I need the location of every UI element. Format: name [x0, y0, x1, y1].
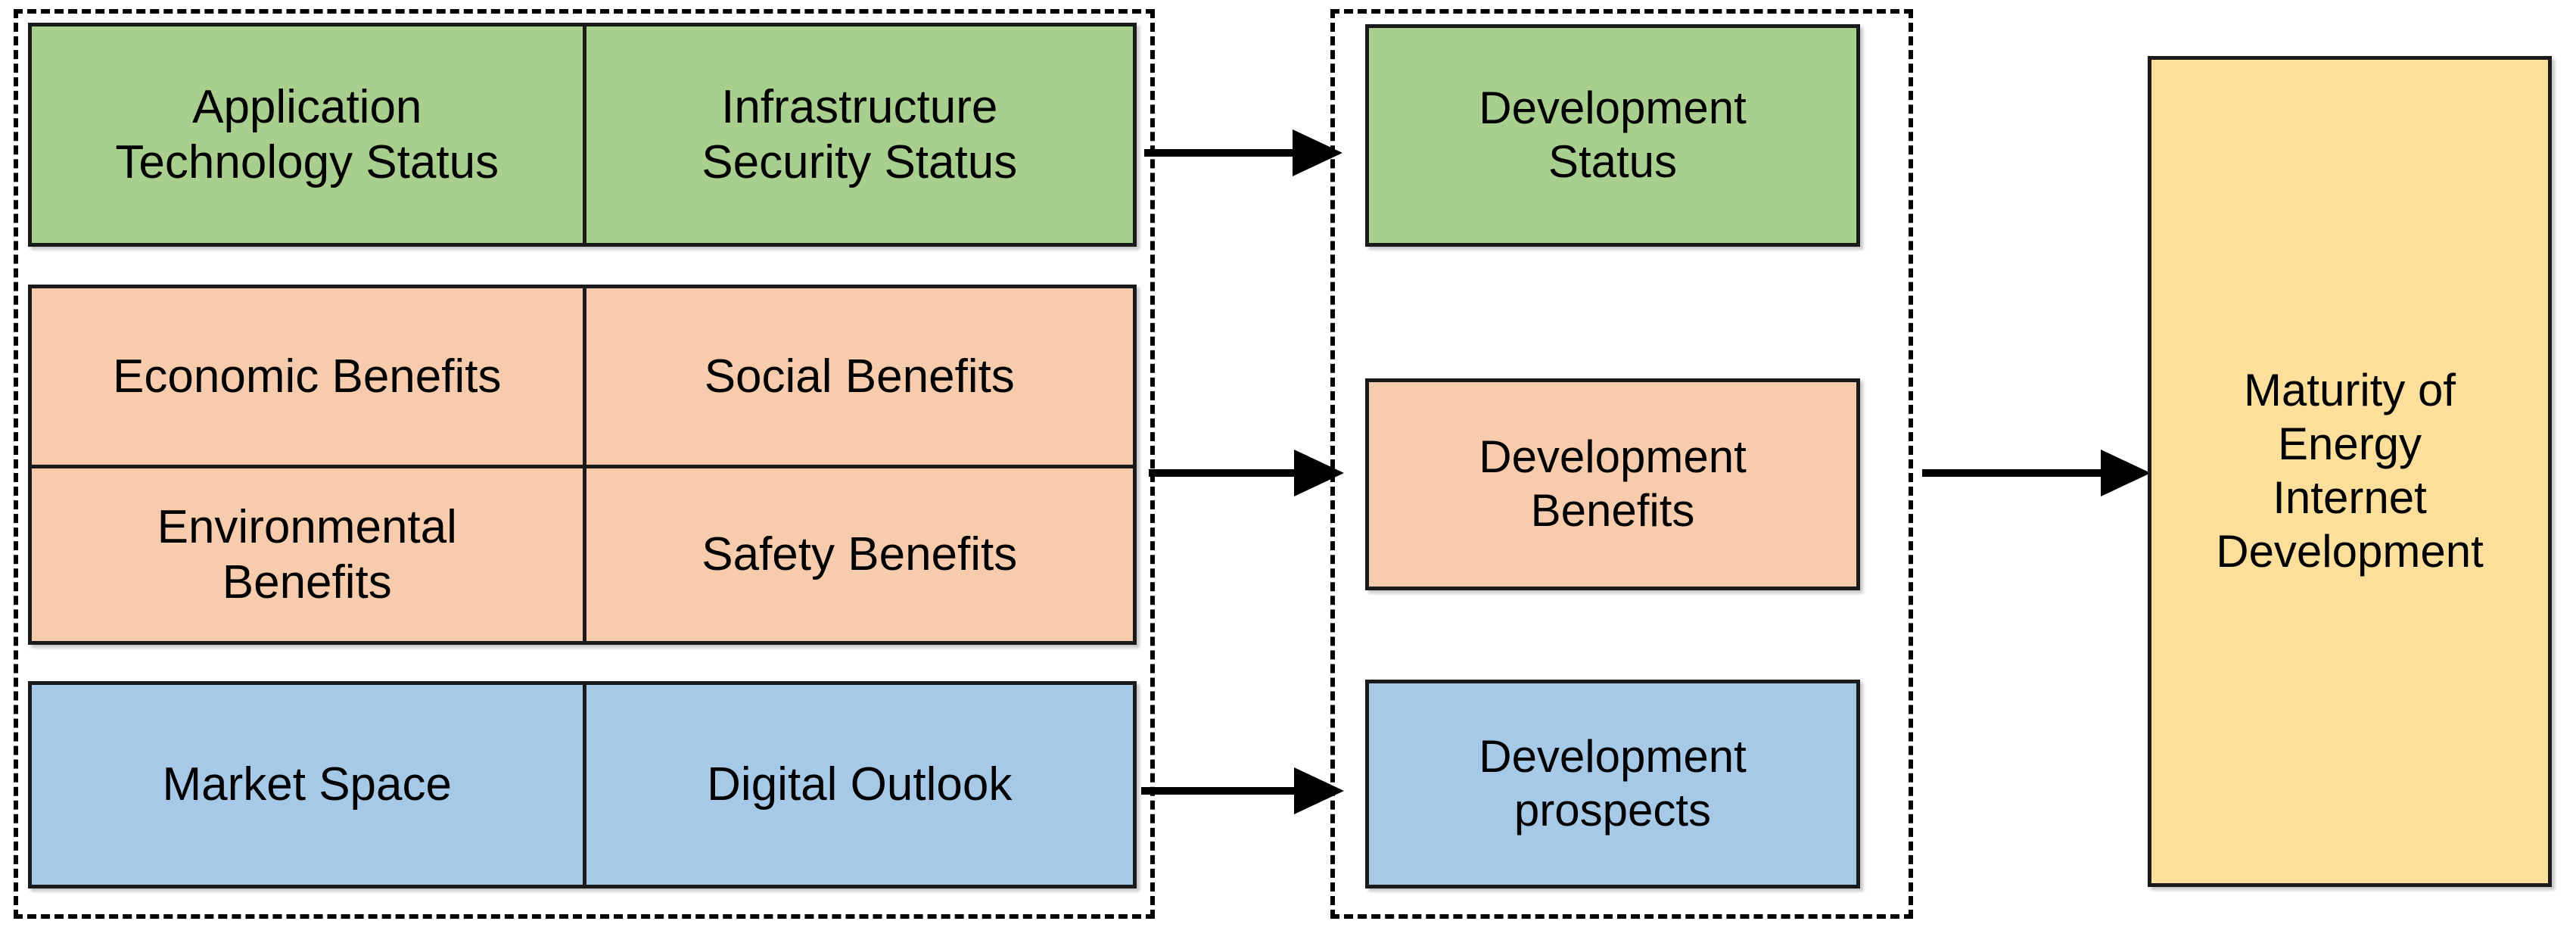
- criteria-cell-application-technology-status[interactable]: Application Technology Status: [115, 80, 499, 188]
- goal-label: Maturity of Energy Internet Development: [2216, 365, 2484, 577]
- dimension-development-benefits[interactable]: Development Benefits: [1365, 378, 1860, 590]
- goal-maturity-of-energy-internet-development[interactable]: Maturity of Energy Internet Development: [2148, 56, 2552, 887]
- criteria-layer-group: [14, 9, 1155, 919]
- criteria-cell-market-space[interactable]: Market Space: [162, 758, 452, 811]
- dimension-development-prospects[interactable]: Development prospects: [1365, 680, 1860, 888]
- criteria-cell-safety-benefits[interactable]: Safety Benefits: [582, 465, 1133, 641]
- dimension-layer-group: [1330, 9, 1913, 919]
- dimension-development-status-label: Development Status: [1479, 82, 1747, 187]
- criteria-cell-infrastructure-security-status[interactable]: Infrastructure Security Status: [582, 26, 1134, 243]
- criteria-cell-digital-outlook[interactable]: Digital Outlook: [582, 685, 1134, 885]
- criteria-benefits-block[interactable]: Economic Benefits Social Benefits Enviro…: [28, 285, 1137, 645]
- criteria-prospects-row[interactable]: Market Space Digital Outlook: [28, 681, 1137, 888]
- criteria-cell-social-benefits[interactable]: Social Benefits: [582, 288, 1134, 465]
- criteria-cell-environmental-benefits[interactable]: Environmental Benefits: [32, 465, 583, 641]
- criteria-cell-economic-benefits[interactable]: Economic Benefits: [113, 350, 502, 403]
- dimension-development-benefits-label: Development Benefits: [1479, 431, 1747, 536]
- dimension-development-prospects-label: Development prospects: [1479, 731, 1747, 836]
- dimension-development-status[interactable]: Development Status: [1365, 24, 1860, 247]
- criteria-status-row[interactable]: Application Technology Status Infrastruc…: [28, 23, 1137, 247]
